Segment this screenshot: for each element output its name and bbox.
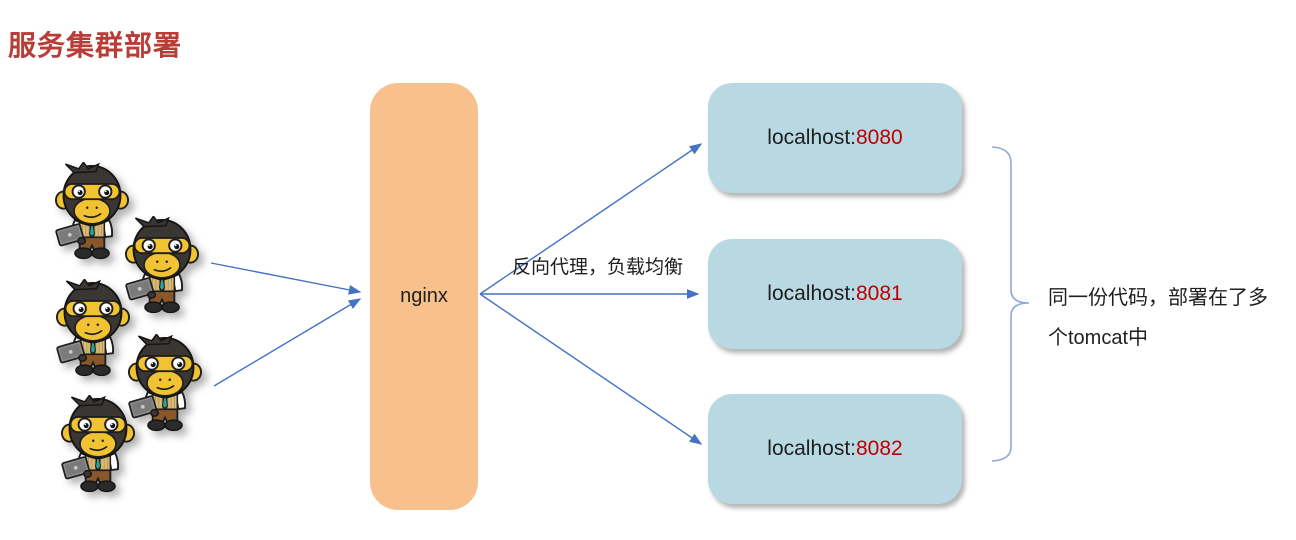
annotation-line-1: 同一份代码，部署在了多 (1048, 287, 1268, 309)
programmer-monkey-icon (128, 334, 202, 433)
page-title: 服务集群部署 (8, 30, 183, 61)
server-port-label: 8081 (856, 282, 903, 305)
server-node-8082: localhost:8082 (708, 394, 962, 504)
arrow-users-to-nginx-bottom (213, 298, 362, 387)
annotation-text: 同一份代码，部署在了多 个tomcat中 (1048, 278, 1268, 358)
arrow-nginx-to-8082 (479, 293, 703, 445)
grouping-brace (991, 146, 1030, 462)
arrow-users-to-nginx-top (210, 262, 362, 295)
programmer-monkey-icon (56, 279, 130, 378)
server-port-label: 8080 (856, 126, 903, 149)
programmer-monkey-icon (55, 162, 129, 261)
server-port-label: 8082 (856, 437, 903, 460)
server-host-label: localhost: (767, 437, 856, 460)
programmer-monkey-icon (125, 216, 199, 315)
programmer-monkey-icon (61, 395, 135, 494)
annotation-line-2: 个tomcat中 (1048, 327, 1149, 349)
nginx-label: nginx (400, 285, 448, 307)
flow-label: 反向代理，负载均衡 (512, 257, 684, 278)
server-node-8080: localhost:8080 (708, 83, 962, 193)
server-host-label: localhost: (767, 282, 856, 305)
nginx-node: nginx (370, 83, 478, 510)
server-host-label: localhost: (767, 126, 856, 149)
server-node-8081: localhost:8081 (708, 239, 962, 349)
